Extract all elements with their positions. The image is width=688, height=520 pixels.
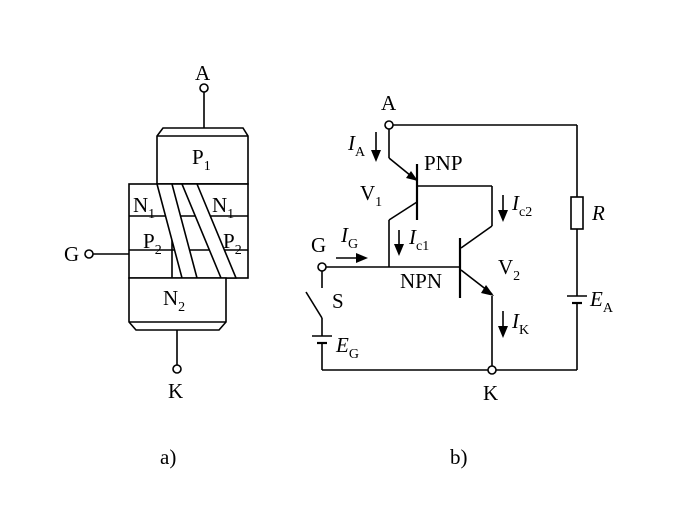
v1-label: V1	[360, 181, 382, 210]
pnp-emitter-arrow	[406, 171, 418, 181]
structure-diagram: A G K P1 N1 N1 P2 P2 N2 a)	[64, 61, 249, 469]
ig-label: IG	[340, 223, 358, 252]
ic2-arrow-head	[498, 210, 508, 222]
gate-label: G	[311, 233, 326, 257]
ia-arrow-head	[371, 150, 381, 162]
switch-blade	[305, 291, 323, 319]
ia-label: IA	[347, 131, 366, 160]
resistor	[570, 196, 584, 230]
pnp-type-label: PNP	[424, 151, 463, 175]
anode-label: A	[381, 91, 397, 115]
p2-left-label: P2	[143, 229, 162, 258]
p2-right-label: P2	[223, 229, 242, 258]
npn-emitter-arrow	[481, 285, 494, 296]
cathode-terminal	[172, 364, 182, 374]
resistor-label: R	[591, 201, 605, 225]
ic1-label: Ic1	[408, 225, 429, 254]
eg-label: EG	[335, 333, 359, 362]
p1-label: P1	[192, 145, 211, 174]
caption-b: b)	[450, 445, 468, 469]
ik-label: IK	[511, 309, 529, 338]
ic2-label: Ic2	[511, 191, 532, 220]
equivalent-circuit: A G K PNP NPN V1 V2 S R EA EG IA IG Ic1 …	[305, 91, 614, 469]
right-cut	[180, 183, 238, 279]
n1-left-label: N1	[133, 193, 155, 222]
cathode-label: K	[168, 379, 183, 403]
anode-label: A	[195, 61, 211, 85]
n2-label: N2	[163, 286, 185, 315]
npn-collector	[460, 225, 493, 249]
npn-type-label: NPN	[400, 269, 442, 293]
caption-a: a)	[160, 445, 176, 469]
ea-label: EA	[589, 287, 614, 316]
gate-terminal	[317, 262, 327, 272]
cathode-terminal	[487, 365, 497, 375]
ik-arrow-head	[498, 326, 508, 338]
pnp-collector	[388, 201, 418, 221]
switch-label: S	[332, 289, 344, 313]
gate-terminal	[84, 249, 94, 259]
cathode-label: K	[483, 381, 498, 405]
anode-terminal	[384, 120, 394, 130]
gate-label: G	[64, 242, 79, 266]
n1-right-label: N1	[212, 193, 234, 222]
ig-arrow-head	[356, 253, 368, 263]
anode-terminal	[199, 83, 209, 93]
v2-label: V2	[498, 255, 520, 284]
ic1-arrow-head	[394, 244, 404, 256]
